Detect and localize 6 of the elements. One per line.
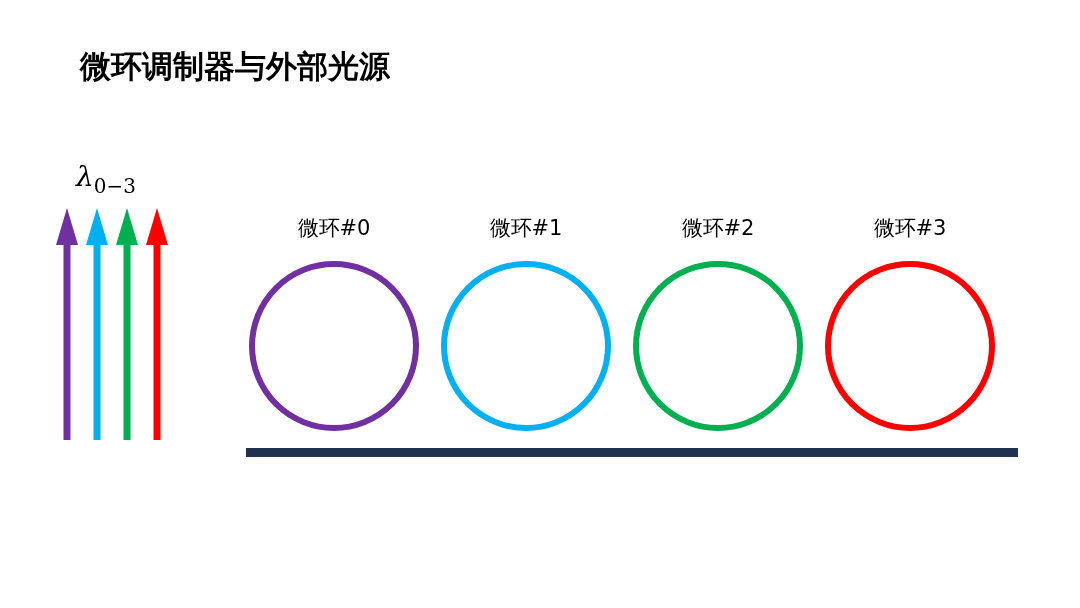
ring-label: 微环#2	[680, 215, 756, 242]
ring-label: 微环#3	[872, 215, 948, 242]
ring-label: 微环#0	[296, 215, 372, 242]
wavelength-label: λ$_{0−3}$	[76, 160, 136, 198]
ring-label: 微环#1	[488, 215, 564, 242]
title: 微环调制器与外部光源	[80, 47, 390, 86]
